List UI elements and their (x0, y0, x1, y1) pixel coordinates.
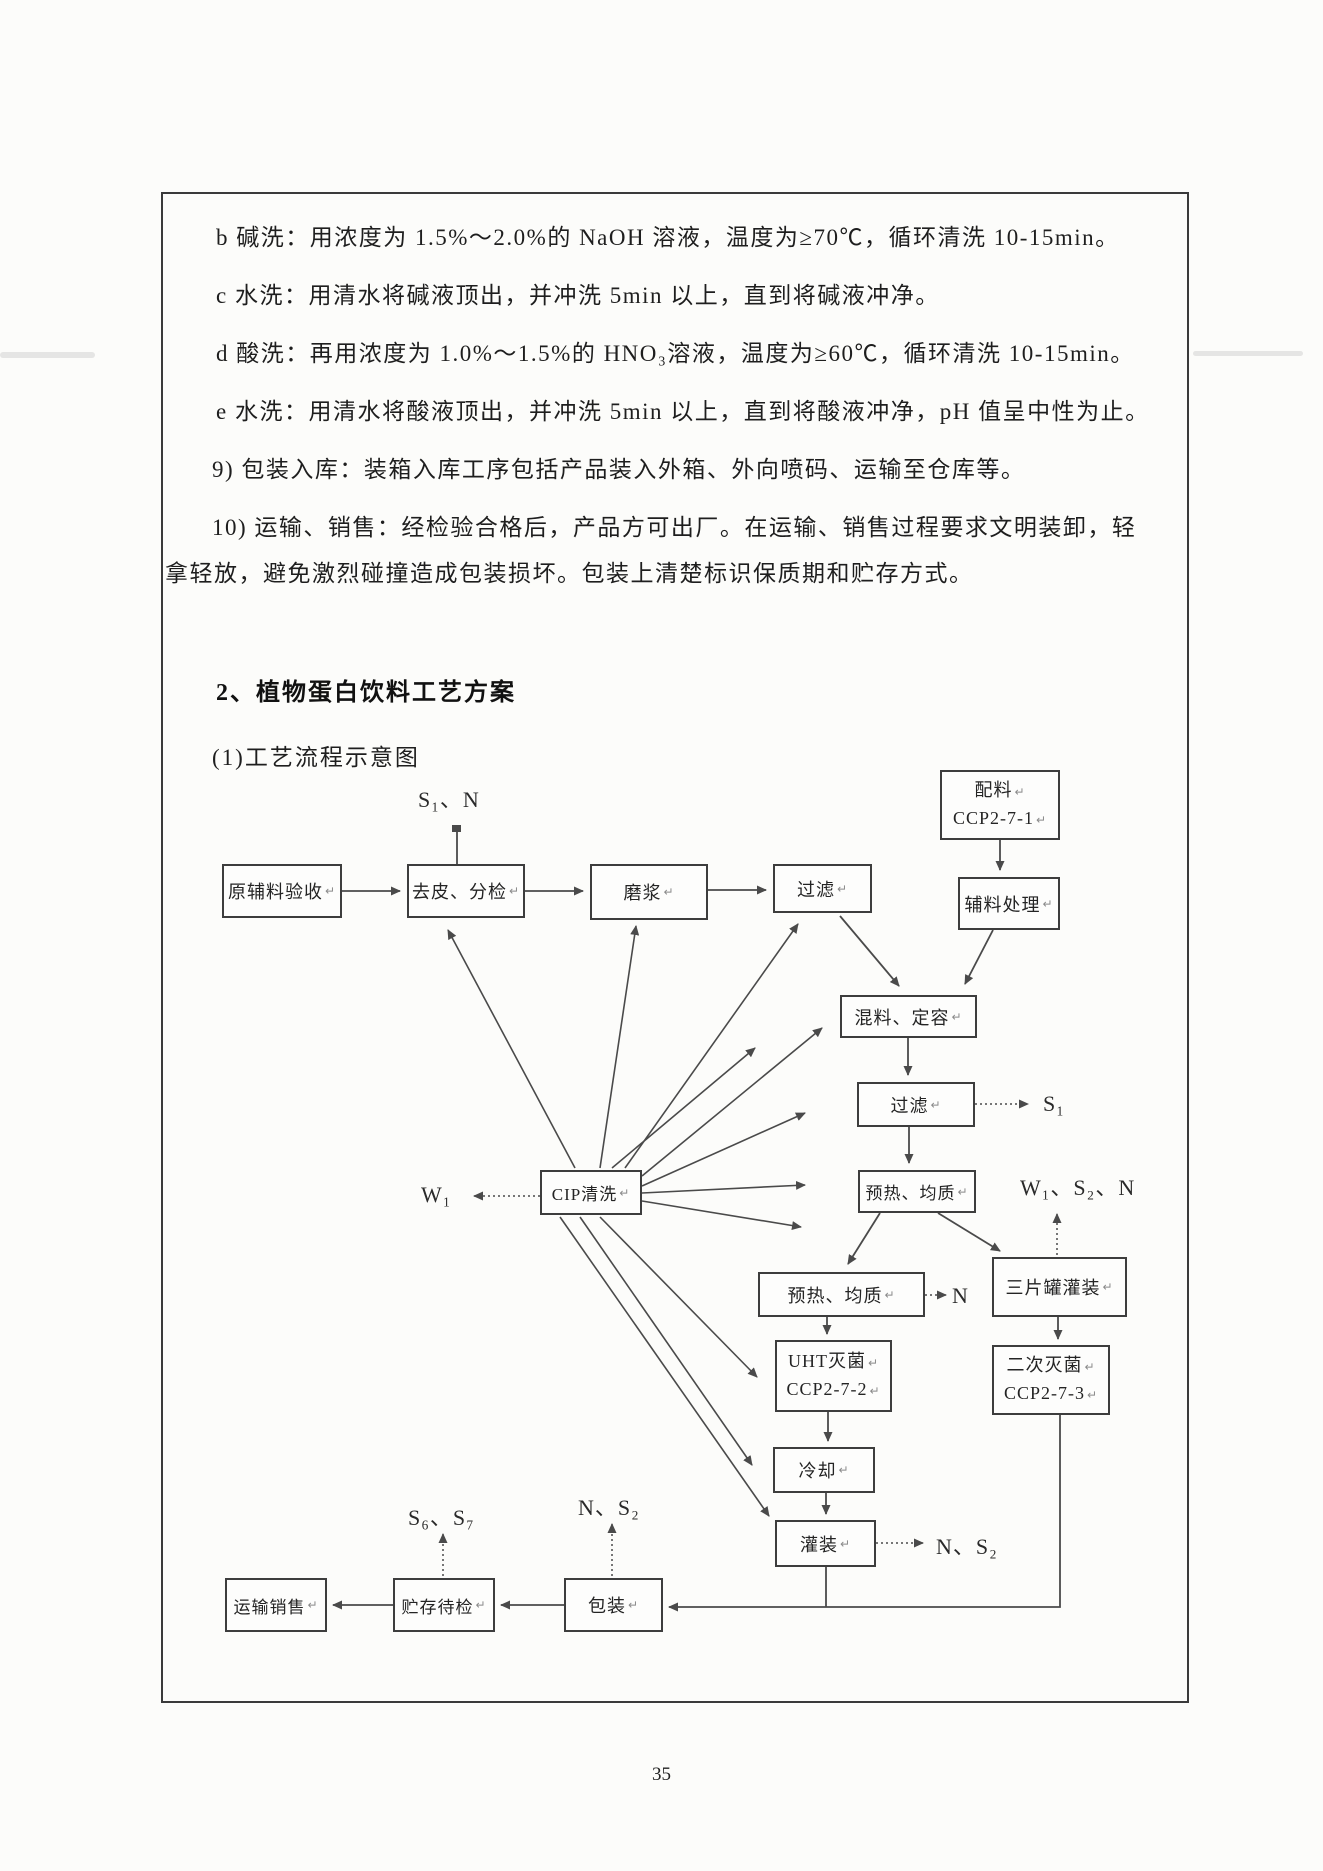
flow-label-w1-s2-n: W₁、S₂、N (1020, 1175, 1136, 1200)
scan-smudge-right (1193, 351, 1303, 356)
flow-node-transport-sales: 运输销售↵ (225, 1578, 327, 1632)
flow-node-filter-2: 过滤↵ (857, 1082, 975, 1127)
section-heading: 2、植物蛋白饮料工艺方案 (216, 680, 516, 706)
flow-node-cooling: 冷却↵ (773, 1447, 875, 1493)
flow-label-s1-n: S₁、N (418, 787, 480, 812)
flow-node-label: 去皮、分检 (411, 882, 507, 902)
paragraph-9-packing-storage: 9) 包装入库：装箱入库工序包括产品装入外箱、外向喷码、运输至仓库等。 (212, 457, 1026, 482)
return-mark: ↵ (884, 1287, 896, 1302)
flow-node-line: CCP2-7-3↵ (1003, 1383, 1099, 1403)
flow-node-label: 冷却 (798, 1461, 837, 1481)
return-mark: ↵ (957, 1184, 969, 1199)
return-mark: ↵ (1086, 1388, 1099, 1402)
page-border (161, 192, 1189, 1703)
return-mark: ↵ (324, 884, 337, 898)
return-mark: ↵ (619, 1185, 631, 1200)
flow-node-mixing-volume: 混料、定容↵ (840, 995, 977, 1038)
return-mark: ↵ (951, 1009, 963, 1024)
flow-node-label: 包装 (587, 1596, 626, 1616)
flow-node-label: 预热、均质 (865, 1184, 956, 1203)
flow-label-s6-s7: S₆、S₇ (408, 1505, 475, 1530)
flow-node-cip-cleaning: CIP清洗↵ (540, 1170, 642, 1215)
flow-node-line: 二次灭菌↵ (1006, 1355, 1096, 1376)
flow-label-n: N (952, 1283, 969, 1308)
return-mark: ↵ (1035, 813, 1048, 827)
flow-node-three-piece-can-filling: 三片罐灌装↵ (992, 1257, 1127, 1317)
paragraph-d-acid-wash: d 酸洗：再用浓度为 1.0%～1.5%的 HNO₃溶液，温度为≥60℃，循环清… (216, 341, 1135, 366)
return-mark: ↵ (839, 1536, 852, 1551)
paragraph-10-transport-sales: 10) 运输、销售：经检验合格后，产品方可出厂。在运输、销售过程要求文明装卸，轻 (212, 515, 1137, 540)
flow-node-filling: 灌装↵ (775, 1520, 876, 1567)
return-mark: ↵ (1014, 785, 1026, 800)
flow-node-filter-1: 过滤↵ (773, 864, 872, 913)
flow-node-ingredients-ccp271: 配料↵ CCP2-7-1↵ (940, 770, 1060, 840)
flow-node-label: 三片罐灌装 (1005, 1278, 1101, 1298)
flow-node-line: 配料↵ (974, 780, 1026, 801)
flow-node-grinding: 磨浆↵ (590, 864, 708, 920)
return-mark: ↵ (838, 1463, 850, 1477)
flow-node-storage-inspection: 贮存待检↵ (393, 1578, 495, 1632)
flow-node-label: 预热、均质 (787, 1285, 883, 1306)
return-mark: ↵ (663, 885, 675, 899)
paragraph-e-water-wash: e 水洗：用清水将酸液顶出，并冲洗 5min 以上，直到将酸液冲净，pH 值呈中… (216, 399, 1150, 424)
flow-node-label: 运输销售 (233, 1597, 306, 1617)
flow-node-label: CIP清洗 (551, 1185, 618, 1204)
flow-node-line: UHT灭菌↵ (787, 1351, 880, 1372)
return-mark: ↵ (1042, 896, 1054, 911)
subsection-heading: (1)工艺流程示意图 (212, 745, 420, 770)
flow-node-packing: 包装↵ (564, 1578, 663, 1632)
flow-node-preheat-homogenize-2: 预热、均质↵ (758, 1272, 925, 1317)
return-mark: ↵ (867, 1356, 880, 1371)
flow-label-w1: W₁ (421, 1182, 452, 1207)
flow-node-label: 灌装 (799, 1534, 838, 1555)
paragraph-c-water-wash: c 水洗：用清水将碱液顶出，并冲洗 5min 以上，直到将碱液冲净。 (216, 283, 940, 308)
flow-node-label: 原辅料验收 (227, 882, 323, 902)
flow-node-label: 混料、定容 (854, 1007, 950, 1028)
return-mark: ↵ (475, 1598, 487, 1612)
flow-node-aux-material-processing: 辅料处理↵ (958, 877, 1060, 930)
flow-node-line: CCP2-7-2↵ (786, 1379, 881, 1399)
flow-label-n-s2-filling: N、S₂ (936, 1534, 998, 1559)
paragraph-10-continuation: 拿轻放，避免激烈碰撞造成包装损坏。包装上清楚标识保质期和贮存方式。 (165, 561, 974, 586)
scan-smudge-left (0, 352, 95, 358)
flow-node-label: 过滤 (796, 879, 835, 900)
return-mark: ↵ (1084, 1360, 1096, 1375)
flow-label-s1: S₁ (1043, 1091, 1065, 1116)
return-mark: ↵ (307, 1598, 319, 1612)
flow-node-uht-sterilization-ccp272: UHT灭菌↵ CCP2-7-2↵ (775, 1340, 892, 1412)
return-mark: ↵ (508, 884, 521, 898)
flow-node-raw-acceptance: 原辅料验收↵ (222, 864, 342, 918)
flow-node-line: CCP2-7-1↵ (952, 808, 1048, 828)
return-mark: ↵ (869, 1384, 881, 1398)
return-mark: ↵ (836, 881, 849, 896)
flow-node-secondary-sterilization-ccp273: 二次灭菌↵ CCP2-7-3↵ (992, 1345, 1110, 1415)
flow-node-label: 辅料处理 (964, 894, 1041, 915)
return-mark: ↵ (627, 1598, 640, 1612)
flow-node-label: 过滤 (890, 1095, 929, 1116)
flow-node-peel-sort: 去皮、分检↵ (407, 864, 525, 918)
flow-label-n-s2-packing: N、S₂ (578, 1495, 640, 1520)
page-number: 35 (652, 1764, 671, 1785)
flow-node-preheat-homogenize-1: 预热、均质↵ (858, 1170, 976, 1213)
flow-node-label: 磨浆 (623, 883, 662, 903)
flow-node-label: 贮存待检 (401, 1597, 474, 1617)
return-mark: ↵ (930, 1097, 942, 1112)
return-mark: ↵ (1102, 1280, 1114, 1294)
paragraph-b-alkali-wash: b 碱洗：用浓度为 1.5%～2.0%的 NaOH 溶液，温度为≥70℃，循环清… (216, 225, 1120, 250)
